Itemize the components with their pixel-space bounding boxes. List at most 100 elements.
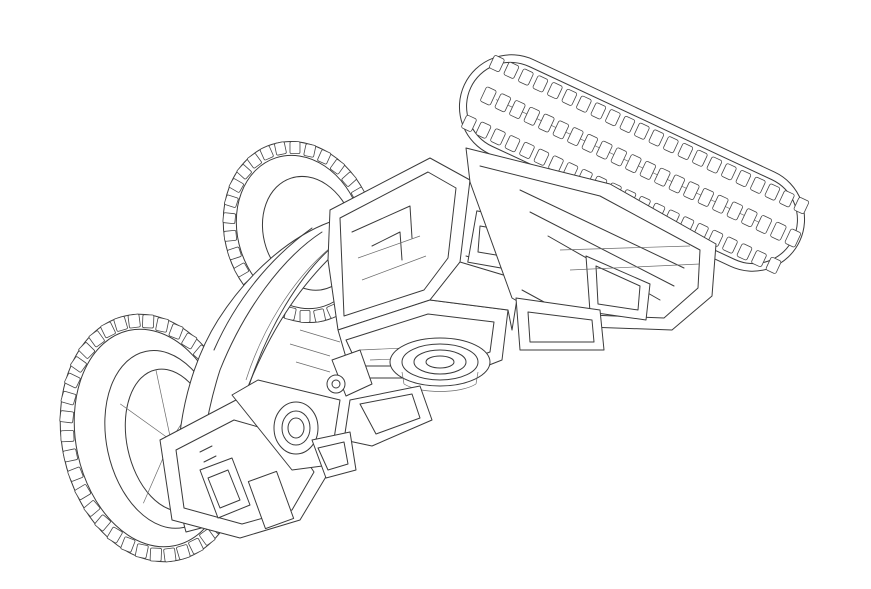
tread-lug xyxy=(223,229,238,242)
tread-lug xyxy=(120,536,136,553)
tread-lug xyxy=(227,246,242,260)
tread-lug xyxy=(523,106,540,126)
tread-lug xyxy=(60,429,75,443)
tread-lug xyxy=(199,528,216,546)
tread-lug xyxy=(168,323,184,340)
tread-lug xyxy=(596,140,613,160)
tread-lug xyxy=(62,448,78,463)
tread-lug xyxy=(74,484,91,500)
tread-lug xyxy=(60,390,77,406)
tread-lug xyxy=(78,342,95,359)
rocker-body xyxy=(465,147,717,351)
tread-lug xyxy=(155,317,170,333)
tread-lug xyxy=(605,109,621,127)
tread-lug xyxy=(625,154,642,173)
tread-lug xyxy=(735,170,752,187)
tread-lug xyxy=(480,86,497,106)
tread-lug xyxy=(475,121,492,139)
tread-lug xyxy=(236,164,252,180)
tread-lug xyxy=(134,543,149,559)
tread-lug xyxy=(94,514,111,532)
tread-lug xyxy=(751,250,767,268)
tread-lug xyxy=(176,544,191,560)
tread-lug xyxy=(576,95,592,113)
tread-lug xyxy=(149,547,162,562)
tread-lug xyxy=(726,201,743,221)
tread-lug xyxy=(567,127,584,146)
tread-lug xyxy=(712,194,729,214)
tread-lug xyxy=(677,143,694,160)
tread-lug xyxy=(100,321,116,339)
tread-lug xyxy=(188,537,204,555)
tread-lug xyxy=(106,526,123,544)
tread-lug xyxy=(654,167,671,187)
tread-lug xyxy=(490,128,506,146)
tread-lug xyxy=(532,75,549,93)
tread-lug xyxy=(793,197,810,214)
tread-lug xyxy=(561,88,578,106)
axle-block xyxy=(159,379,341,539)
tread-lug xyxy=(504,135,521,153)
tread-lug xyxy=(765,256,782,274)
bearing-disc xyxy=(389,337,491,392)
tread-lug xyxy=(222,212,237,225)
tread-lug xyxy=(538,113,555,133)
tread-lug xyxy=(127,313,141,329)
tread-lug xyxy=(59,410,75,424)
tread-lug xyxy=(330,159,345,175)
tread-lug xyxy=(610,147,627,167)
tread-lug xyxy=(142,314,155,329)
tread-lug xyxy=(247,153,262,169)
tread-lug xyxy=(274,141,287,156)
tread-lug xyxy=(299,309,311,323)
tread-lug xyxy=(88,330,105,348)
tread-lug xyxy=(533,148,550,166)
tread-lug xyxy=(634,122,650,140)
tread-lug xyxy=(228,178,244,193)
tread-lug xyxy=(706,156,723,174)
tread-lug xyxy=(233,262,249,278)
tread-lug xyxy=(317,149,332,165)
tread-lug xyxy=(509,100,526,119)
tread-lug xyxy=(721,163,737,181)
tread-lug xyxy=(581,134,598,153)
tread-lug xyxy=(683,181,700,200)
tread-lug xyxy=(83,500,101,517)
tread-lug xyxy=(64,372,81,389)
tread-lug xyxy=(224,194,239,208)
tread-lug xyxy=(461,114,477,132)
tread-lug xyxy=(113,316,128,332)
tread-lug xyxy=(736,243,753,261)
tread-lug xyxy=(313,308,326,323)
tread-lug xyxy=(259,145,274,161)
tread-lug xyxy=(289,141,301,155)
tread-lug xyxy=(639,161,656,180)
tread-lug xyxy=(503,61,520,79)
tread-lug xyxy=(547,82,563,100)
tread-lug xyxy=(181,332,198,350)
tread-lug xyxy=(697,188,714,207)
tread-lug xyxy=(489,55,505,72)
tread-lug xyxy=(755,215,772,234)
tread-lug xyxy=(770,221,787,241)
tread-lug xyxy=(784,228,801,248)
tread-lug xyxy=(70,356,87,373)
tread-lug xyxy=(518,68,534,86)
tread-lug xyxy=(692,149,708,167)
tread-lug xyxy=(663,136,679,154)
tread-lug xyxy=(163,547,177,563)
tread-lug xyxy=(619,116,636,133)
tread-lug xyxy=(648,129,665,147)
tread-lug xyxy=(764,183,781,201)
linkage-parts xyxy=(289,329,433,479)
tread-lug xyxy=(341,171,357,187)
tread-lug xyxy=(519,142,535,159)
tread-lug xyxy=(668,174,685,194)
tread-lug xyxy=(779,190,795,208)
tread-lug xyxy=(303,143,317,158)
tread-lug xyxy=(722,236,738,254)
tread-lug xyxy=(741,208,758,228)
tread-lug xyxy=(67,466,84,482)
